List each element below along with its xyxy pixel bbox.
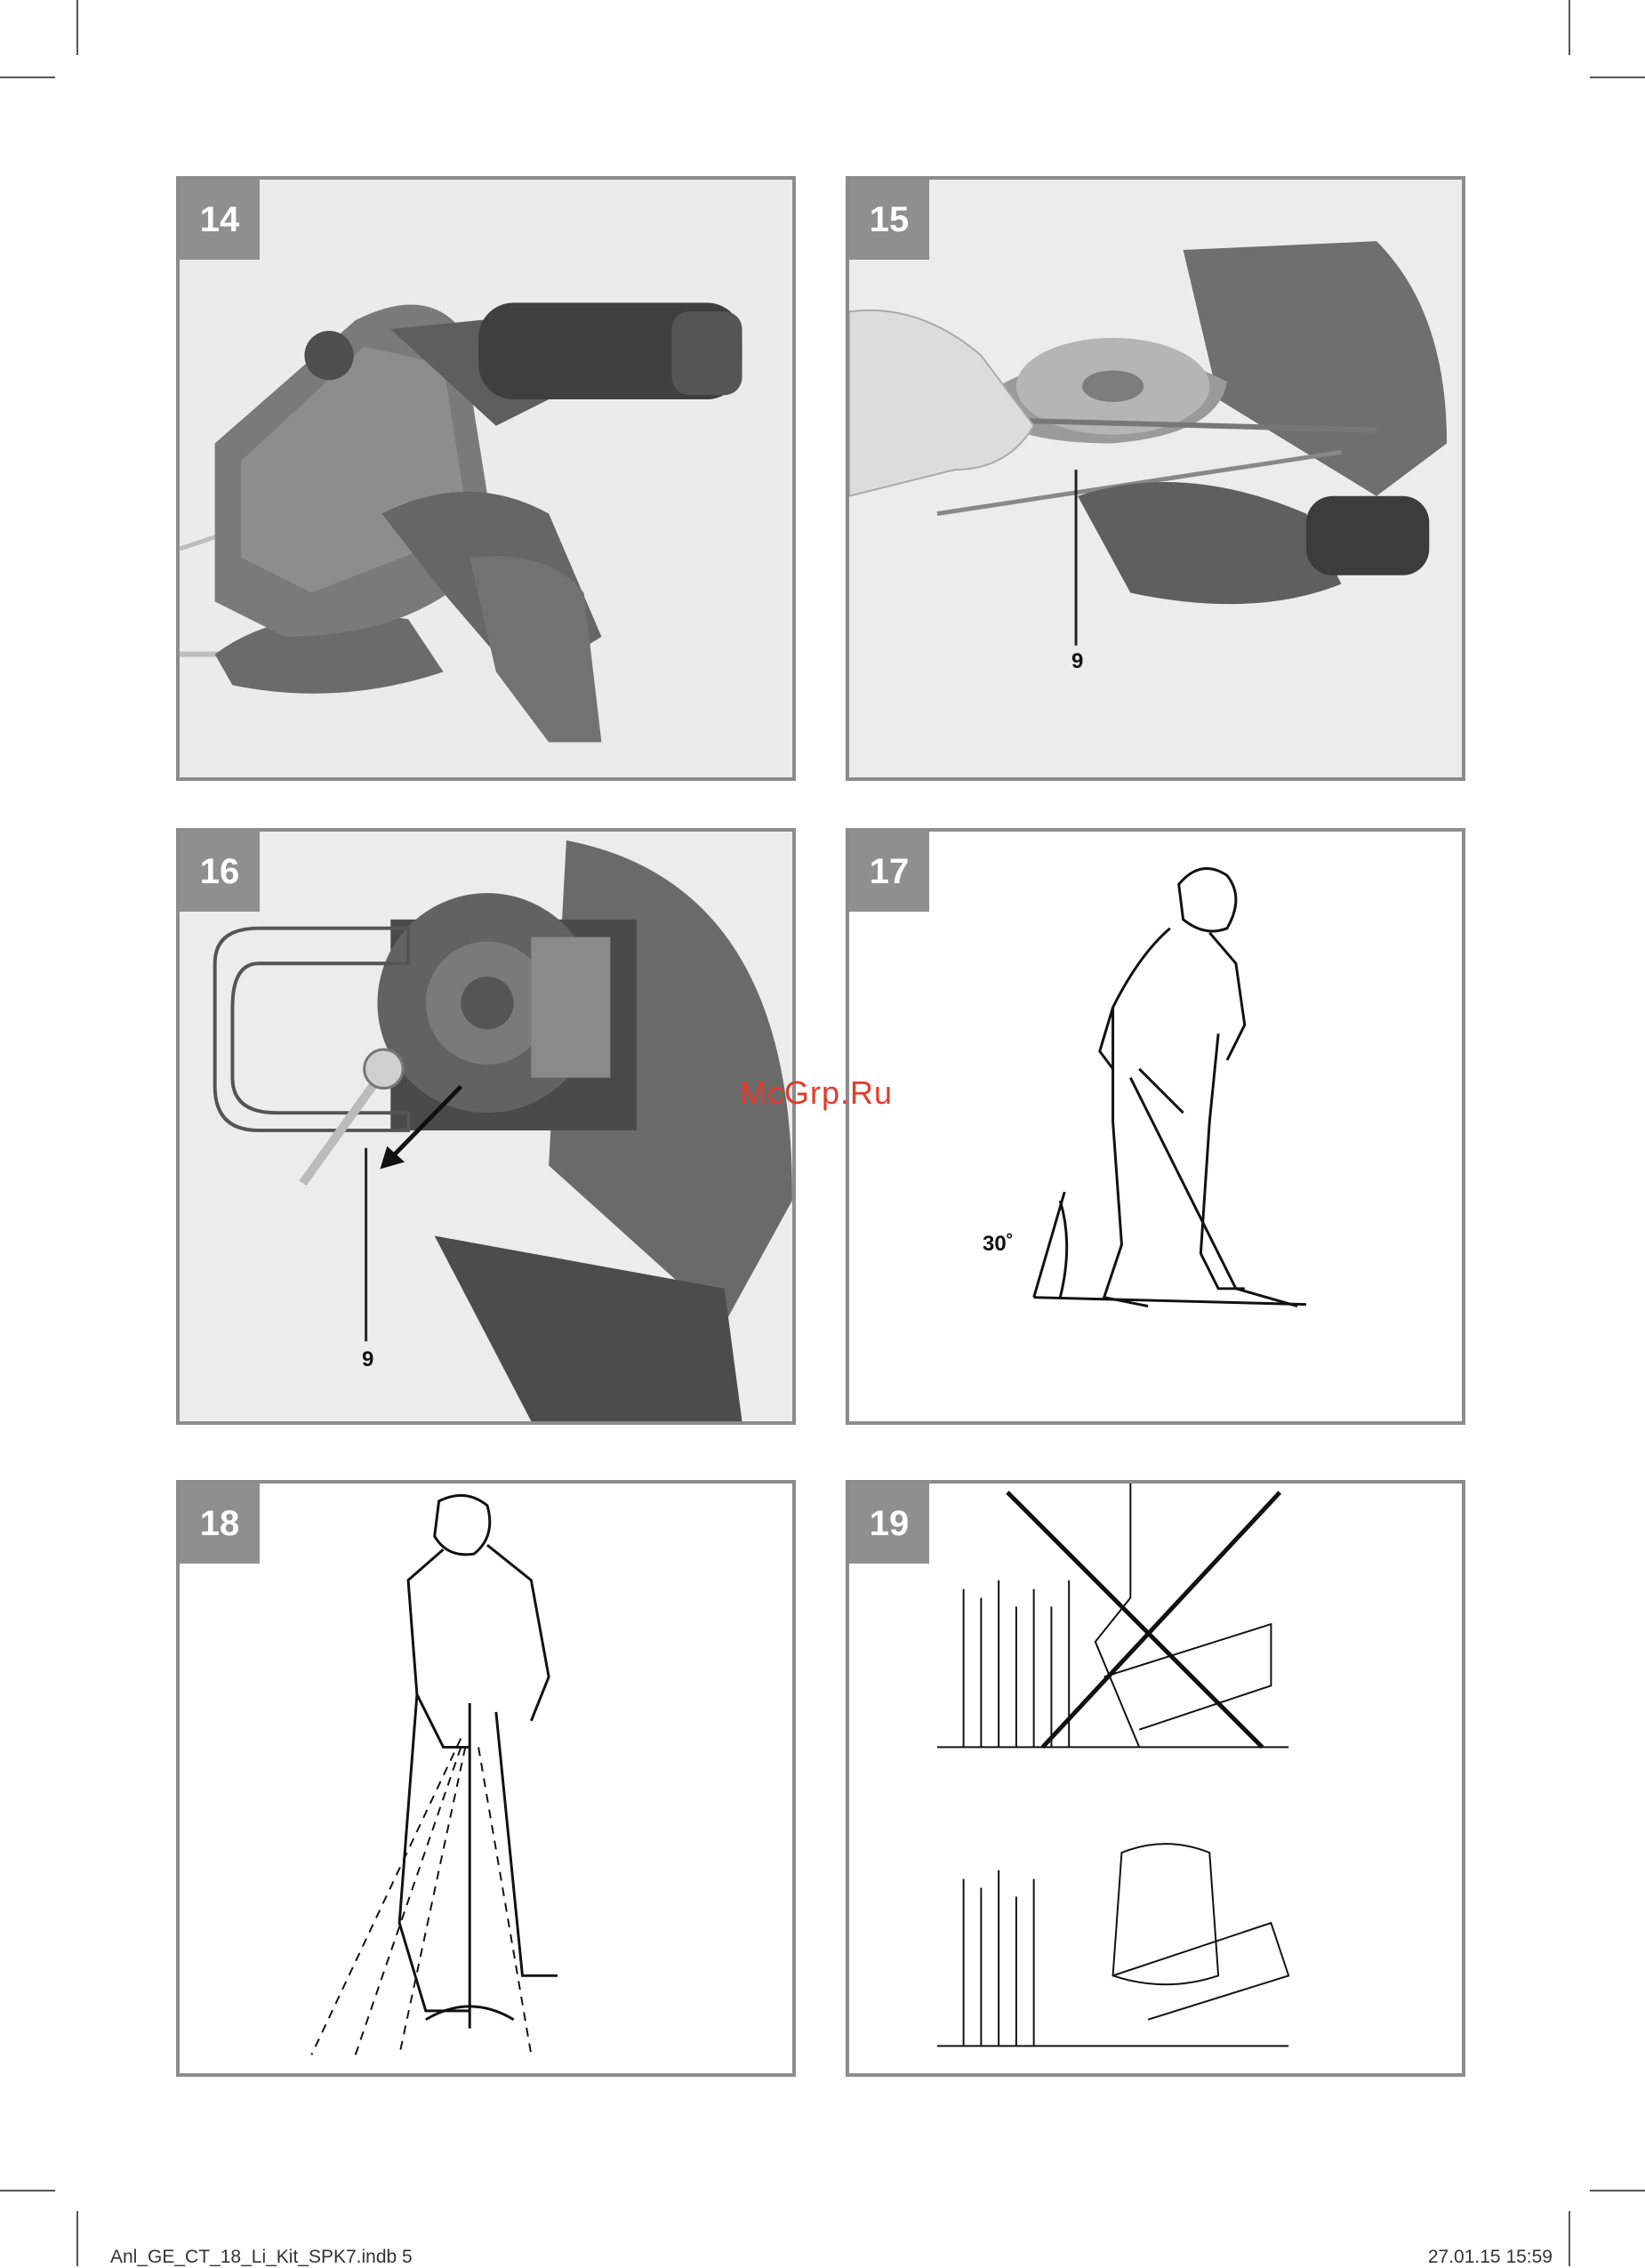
figure-18-panel: 18	[176, 1480, 796, 2077]
cutting-height-illustration	[849, 1484, 1462, 2073]
callout-label: 9	[1071, 649, 1083, 674]
operator-posture-illustration	[849, 832, 1462, 1421]
figure-19-panel: 19	[846, 1480, 1465, 2077]
trimming-illustration	[180, 1484, 792, 2073]
figure-15-panel: 15 9	[846, 176, 1465, 781]
crop-mark	[76, 2211, 78, 2266]
figure-16-panel: 16 9	[176, 828, 796, 1425]
crop-mark	[0, 76, 55, 78]
figure-number: 19	[849, 1484, 929, 1564]
watermark: McGrp.Ru	[740, 1074, 893, 1112]
figure-number: 14	[180, 180, 260, 260]
figure-number: 15	[849, 180, 929, 260]
figure-14-panel: 14	[176, 176, 796, 781]
figure-number: 16	[180, 832, 260, 912]
crop-mark	[1569, 2211, 1570, 2266]
spool-cover-photo	[180, 832, 792, 1421]
crop-mark	[1569, 0, 1570, 55]
callout-label: 9	[362, 1347, 373, 1372]
angle-label: 30˚	[983, 1232, 1014, 1257]
footer-timestamp: 27.01.15 15:59	[1428, 2247, 1553, 2268]
footer-filename: Anl_GE_CT_18_Li_Kit_SPK7.indb 5	[110, 2247, 413, 2268]
spool-removal-photo	[849, 180, 1462, 777]
crop-mark	[0, 2190, 55, 2192]
figure-17-panel: 17 30˚	[846, 828, 1465, 1425]
crop-mark	[1590, 76, 1645, 78]
figure-number: 17	[849, 832, 929, 912]
crop-mark	[1590, 2190, 1645, 2192]
crop-mark	[76, 0, 78, 55]
figure-number: 18	[180, 1484, 260, 1564]
trimmer-head-photo	[180, 180, 792, 777]
